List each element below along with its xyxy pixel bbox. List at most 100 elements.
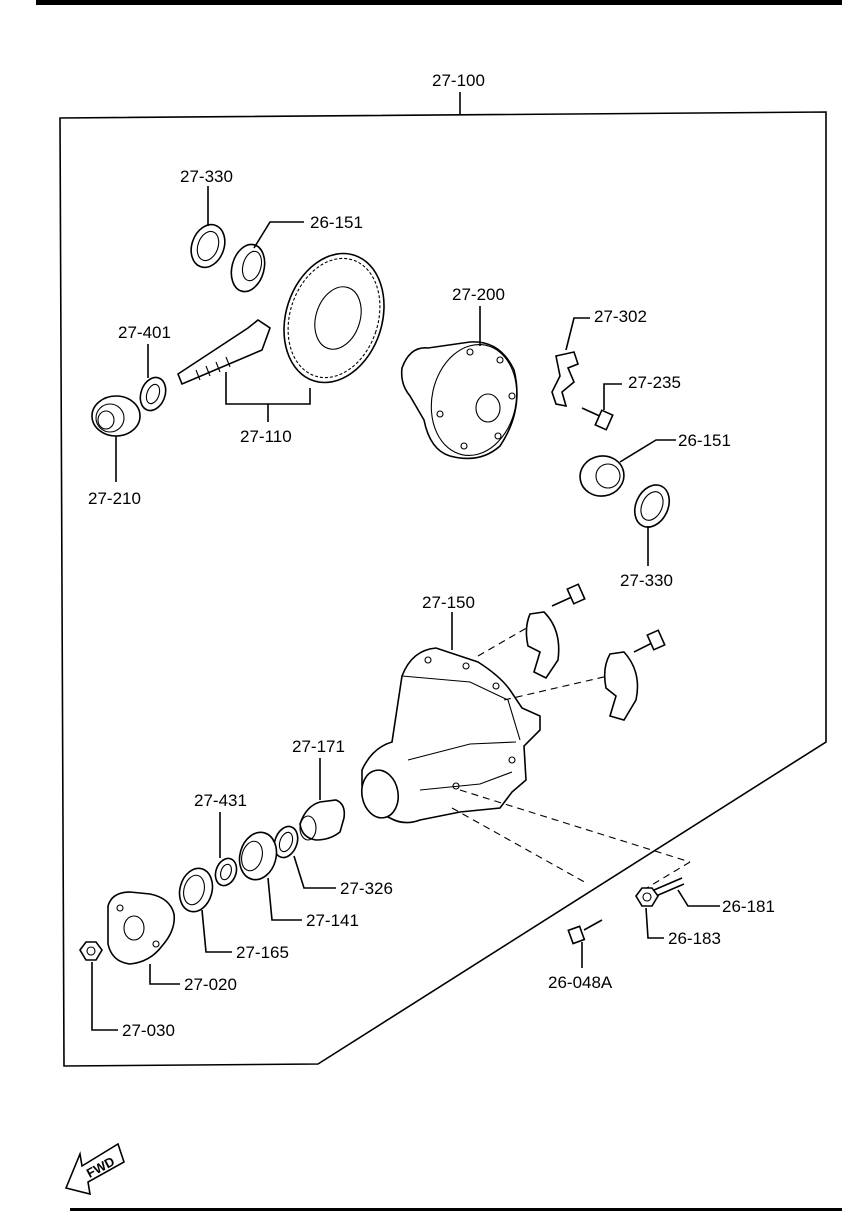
- part-27-141-bearing-inner: [241, 840, 263, 872]
- label-27-141[interactable]: 27-141: [306, 911, 359, 930]
- label-27-171[interactable]: 27-171: [292, 737, 345, 756]
- part-27-141-bearing[interactable]: [234, 828, 281, 884]
- diff-bolt-3: [508, 392, 516, 400]
- part-27-235-bolt-head[interactable]: [594, 409, 614, 431]
- part-27-431-washer-inner: [220, 863, 232, 881]
- bottom-border-bar: [70, 1208, 842, 1211]
- housing-bolt-4: [508, 756, 516, 764]
- part-pinion-shaft[interactable]: [177, 319, 271, 386]
- part-27-330-seal-top-inner: [196, 230, 220, 262]
- pinion-spline-1: [195, 369, 201, 381]
- fwd-badge-text: FWD: [84, 1154, 117, 1181]
- part-bearing-cap-upper[interactable]: [525, 611, 560, 680]
- fwd-arrow-icon: FWD: [64, 1142, 125, 1196]
- part-27-200-diff-case[interactable]: [400, 341, 518, 460]
- flange-hole-1: [116, 904, 124, 912]
- label-27-210[interactable]: 27-210: [88, 489, 141, 508]
- part-26-151-bearing-top[interactable]: [226, 241, 269, 296]
- label-26-151-right[interactable]: 26-151: [678, 431, 731, 450]
- spacer-end: [299, 815, 317, 841]
- part-26-048a-bolt-head[interactable]: [567, 925, 586, 945]
- label-26-183[interactable]: 26-183: [668, 929, 721, 948]
- diff-bolt-2: [496, 356, 504, 364]
- part-ring-gear-teeth: [287, 257, 381, 379]
- label-27-100[interactable]: 27-100: [432, 71, 485, 90]
- leader-26-151-right: [619, 439, 676, 463]
- label-27-330-right[interactable]: 27-330: [620, 571, 673, 590]
- part-27-020-companion-flange[interactable]: [107, 891, 176, 965]
- label-27-235[interactable]: 27-235: [628, 373, 681, 392]
- leader-27-165: [201, 909, 232, 953]
- label-27-326[interactable]: 27-326: [340, 879, 393, 898]
- flange-hub: [123, 915, 145, 941]
- label-26-048a[interactable]: 26-048A: [548, 973, 613, 992]
- leader-26-181: [677, 889, 720, 907]
- hardware-guide-1: [459, 789, 691, 863]
- diff-bolt-6: [436, 410, 444, 418]
- label-27-150[interactable]: 27-150: [422, 593, 475, 612]
- part-27-165-seal[interactable]: [175, 865, 217, 916]
- housing-bolt-2: [462, 662, 470, 670]
- part-27-210-bearing-inner: [97, 410, 115, 430]
- diff-bolt-1: [466, 348, 474, 356]
- housing-rib-1: [401, 675, 521, 741]
- label-27-200[interactable]: 27-200: [452, 285, 505, 304]
- leader-27-030: [91, 962, 118, 1031]
- part-26-183-nut[interactable]: [635, 887, 659, 907]
- leader-27-302: [565, 317, 590, 351]
- part-26-048a-bolt-shank[interactable]: [583, 919, 603, 931]
- label-27-165[interactable]: 27-165: [236, 943, 289, 962]
- part-26-181-stud[interactable]: [653, 877, 683, 891]
- part-27-030-nut[interactable]: [79, 941, 103, 961]
- part-27-150-carrier-housing[interactable]: [361, 647, 541, 824]
- leader-27-235: [603, 383, 622, 410]
- part-26-151-bearing-right[interactable]: [577, 452, 627, 499]
- label-27-401[interactable]: 27-401: [118, 323, 171, 342]
- label-27-302[interactable]: 27-302: [594, 307, 647, 326]
- label-27-330-top[interactable]: 27-330: [180, 167, 233, 186]
- housing-rib-3: [419, 771, 513, 791]
- part-27-302-lock-plate[interactable]: [551, 351, 579, 408]
- bearing-cap-upper-bolt-head[interactable]: [566, 583, 586, 605]
- part-27-330-seal-top[interactable]: [185, 220, 230, 272]
- label-27-110[interactable]: 27-110: [240, 427, 292, 446]
- label-27-020[interactable]: 27-020: [184, 975, 237, 994]
- part-27-171-spacer[interactable]: [299, 799, 346, 841]
- part-26-151-bearing-right-inner: [595, 463, 621, 489]
- leader-27-326: [293, 855, 336, 889]
- part-26-151-bearing-top-inner: [241, 250, 263, 282]
- cap-guide-2: [503, 675, 609, 701]
- label-26-151-top[interactable]: 26-151: [310, 213, 363, 232]
- diff-bolt-5: [460, 442, 468, 450]
- pinion-spline-3: [215, 361, 221, 373]
- assembly-frame: [59, 111, 827, 1067]
- housing-pinion-nose: [360, 769, 400, 819]
- part-26-181-stud-2: [655, 883, 685, 897]
- part-ring-gear-bore: [314, 286, 362, 350]
- hardware-guide-3: [639, 861, 691, 893]
- label-26-181[interactable]: 26-181: [722, 897, 775, 916]
- part-27-165-seal-inner: [183, 874, 205, 906]
- leader-26-183: [645, 907, 664, 939]
- part-bearing-cap-lower[interactable]: [603, 651, 639, 721]
- nut-bore: [86, 946, 96, 956]
- housing-bolt-1: [424, 656, 432, 664]
- part-ring-gear[interactable]: [268, 240, 400, 395]
- bearing-cap-lower-bolt-head[interactable]: [646, 629, 666, 651]
- leader-26-151-top: [253, 221, 304, 249]
- diff-case-flange: [430, 343, 518, 457]
- top-border-bar: [36, 0, 842, 5]
- label-27-431[interactable]: 27-431: [194, 791, 247, 810]
- part-27-330-seal-right[interactable]: [628, 479, 676, 532]
- leader-27-110: [225, 372, 311, 405]
- part-27-330-seal-right-inner: [640, 491, 664, 521]
- leader-27-141: [267, 877, 302, 921]
- hardware-guide-2: [451, 807, 589, 885]
- part-27-326-shim-inner: [278, 831, 294, 853]
- part-27-431-washer[interactable]: [212, 855, 240, 888]
- flange-hole-2: [152, 940, 160, 948]
- label-27-030[interactable]: 27-030: [122, 1021, 175, 1040]
- part-27-401-washer-inner: [145, 383, 161, 405]
- part-27-401-washer[interactable]: [136, 374, 170, 414]
